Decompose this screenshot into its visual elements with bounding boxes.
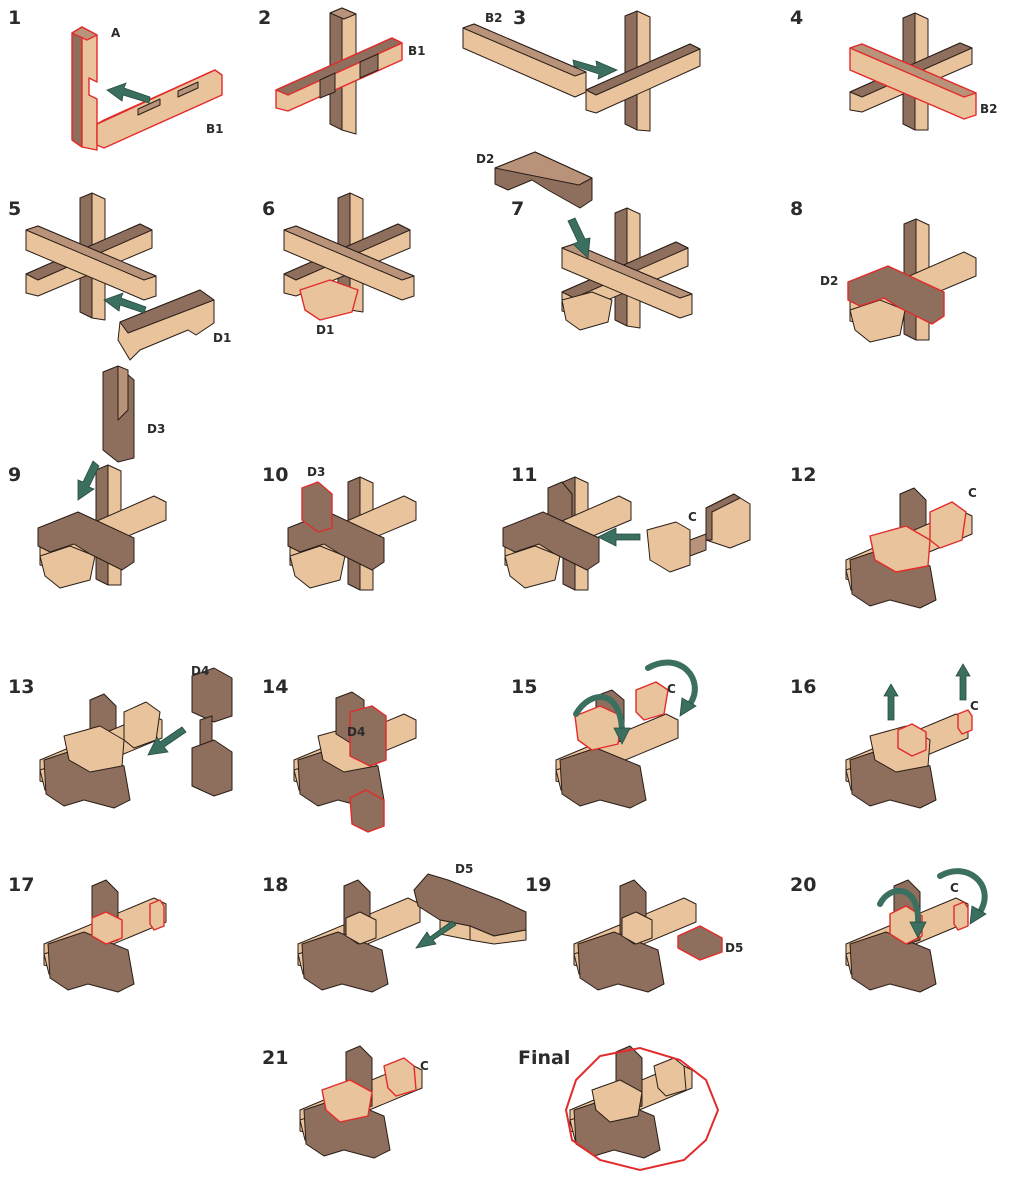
step-21-figure [300,1046,422,1158]
label-d3: D3 [147,422,165,436]
label-d2: D2 [820,274,838,288]
step-6-figure [284,193,414,320]
step-16-figure [846,664,972,808]
step-9-figure [38,366,166,588]
piece-c [647,522,690,572]
label-c: C [667,682,676,696]
piece-a [72,27,82,147]
label-c: C [970,699,979,713]
step-number-17: 17 [8,874,34,896]
label-b1: B1 [206,122,224,136]
label-d1: D1 [316,323,334,337]
step-13-figure [40,668,232,808]
step-11-figure [503,477,750,590]
step-number-8: 8 [790,198,803,220]
label-b1: B1 [408,44,426,58]
label-b2: B2 [485,11,503,25]
step-2-figure [276,8,402,134]
step-number-4: 4 [790,7,803,29]
step-12-figure [846,488,972,608]
label-d3: D3 [307,465,325,479]
step-5-figure [26,193,214,360]
step-number-18: 18 [262,874,288,896]
step-number-13: 13 [8,676,34,698]
step-number-19: 19 [525,874,551,896]
label-d2: D2 [476,152,494,166]
arrow [956,664,970,700]
label-c: C [688,510,697,524]
step-number-2: 2 [258,7,271,29]
label-d1: D1 [213,331,231,345]
label-d5: D5 [455,862,473,876]
step-14-figure [294,692,416,832]
step-number-3: 3 [513,7,526,29]
step-number-14: 14 [262,676,288,698]
step-18-figure [298,874,526,992]
step-number-7: 7 [511,198,524,220]
step-number-11: 11 [511,464,537,486]
label-d5: D5 [725,941,743,955]
step-number-9: 9 [8,464,21,486]
final-figure [566,1046,718,1170]
step-3-figure [463,11,700,131]
step-number-6: 6 [262,198,275,220]
label-d4: D4 [191,664,209,678]
step-8-figure [848,219,976,342]
arrow [884,684,898,720]
piece-d5 [678,926,722,960]
label-c: C [420,1059,429,1073]
step-number-15: 15 [511,676,537,698]
step-number-21: 21 [262,1047,288,1069]
piece-c [898,724,926,756]
arrow [107,83,150,103]
label-c: C [968,486,977,500]
step-10-figure [288,477,416,590]
step-19-figure [574,880,722,992]
step-number-1: 1 [8,7,21,29]
label-a: A [111,26,121,40]
label-c: C [950,881,959,895]
step-1-figure [72,27,222,150]
label-b2: B2 [980,102,998,116]
step-17-figure [44,880,166,992]
step-number-final: Final [518,1047,570,1069]
step-20-figure [846,871,986,992]
step-number-12: 12 [790,464,816,486]
step-number-20: 20 [790,874,816,896]
step-number-10: 10 [262,464,288,486]
step-4-figure [850,13,976,130]
step-number-16: 16 [790,676,816,698]
step-7-figure [495,152,692,330]
label-d4: D4 [347,725,365,739]
step-number-5: 5 [8,198,21,220]
piece-b1 [97,70,222,148]
